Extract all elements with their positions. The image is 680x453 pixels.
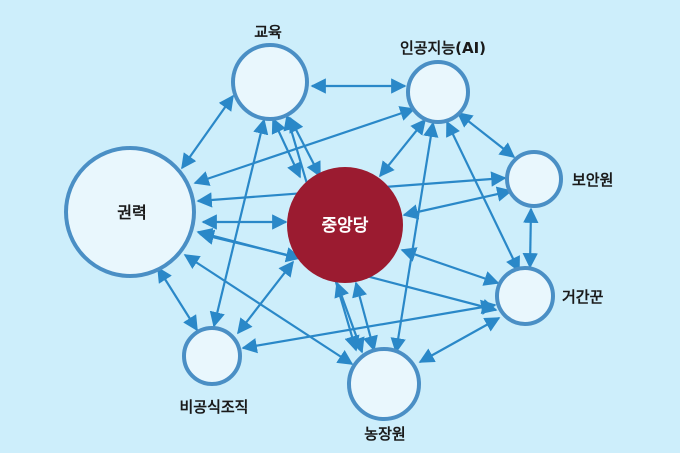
connection-arrow-17 bbox=[237, 260, 294, 335]
connection-arrow-13 bbox=[402, 186, 513, 220]
node-edu bbox=[231, 43, 309, 121]
node-ruffian bbox=[495, 266, 555, 326]
connection-arrow-24 bbox=[157, 266, 198, 332]
connection-arrow-23 bbox=[418, 317, 501, 363]
connection-arrow-10 bbox=[456, 112, 516, 158]
label-ruffian: 거간꾼 bbox=[562, 288, 604, 306]
label-ai: 인공지능(AI) bbox=[400, 39, 486, 57]
connection-arrow-7 bbox=[193, 106, 416, 186]
connection-arrow-25 bbox=[183, 254, 354, 365]
node-informal bbox=[182, 326, 242, 386]
label-power: 권력 bbox=[117, 203, 146, 222]
label-edu: 교육 bbox=[254, 23, 282, 41]
connection-arrow-8 bbox=[379, 118, 426, 178]
nodes bbox=[64, 43, 563, 421]
label-farm: 농장원 bbox=[364, 425, 405, 443]
node-power bbox=[64, 146, 196, 278]
label-center: 중앙당 bbox=[322, 216, 369, 236]
node-farm bbox=[347, 347, 421, 421]
connection-arrow-20 bbox=[400, 247, 500, 286]
connection-arrow-14 bbox=[522, 207, 539, 269]
node-security bbox=[505, 150, 563, 208]
label-security: 보안원 bbox=[572, 171, 613, 189]
label-informal: 비공식조직 bbox=[179, 398, 248, 416]
node-ai bbox=[406, 60, 470, 124]
connection-arrow-2 bbox=[181, 94, 234, 170]
node-center bbox=[287, 167, 403, 283]
